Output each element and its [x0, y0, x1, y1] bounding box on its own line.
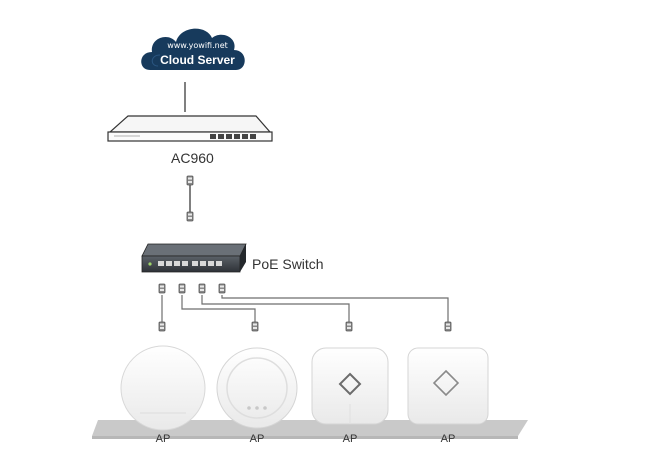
cable-controller-to-switch [186, 175, 194, 222]
poe-switch-label: PoE Switch [252, 256, 324, 272]
access-point-4-icon [407, 347, 489, 425]
cloud-url-label: www.yowifi.net [167, 41, 228, 50]
cloud-server-icon [141, 28, 245, 70]
switch-to-ap-cables [161, 295, 449, 322]
controller-label: AC960 [171, 150, 214, 166]
ap-label-4: AP [440, 433, 456, 445]
access-point-2-icon [216, 347, 298, 429]
ap-label-1: AP [155, 433, 171, 445]
cloud-server-label: Cloud Server [160, 53, 235, 67]
controller-device-icon [107, 115, 273, 142]
ap-label-2: AP [249, 433, 265, 445]
access-point-1-icon [120, 345, 206, 431]
ap-label-3: AP [342, 433, 358, 445]
ap-cable-connectors [158, 321, 452, 332]
access-point-3-icon [311, 347, 389, 425]
switch-port-connectors [158, 283, 226, 294]
poe-switch-icon [141, 243, 247, 273]
